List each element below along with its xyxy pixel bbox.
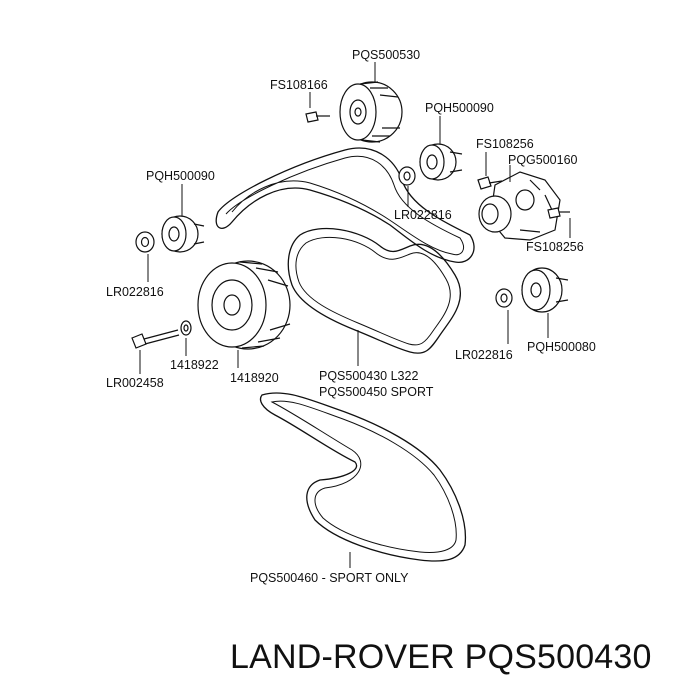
label-pqh500090-top: PQH500090: [425, 101, 494, 115]
label-pqs500460: PQS500460 - SPORT ONLY: [250, 571, 409, 585]
label-1418920: 1418920: [230, 371, 279, 385]
washer-left: [135, 231, 155, 253]
idler-pulley-top: [419, 143, 463, 181]
label-pqs500530: PQS500530: [352, 48, 421, 62]
upper-serpentine-belt: [215, 147, 475, 263]
label-pqh500080: PQH500080: [527, 340, 596, 354]
label-lr002458: LR002458: [106, 376, 164, 390]
crank-washer: [180, 320, 192, 336]
label-pqs500450: PQS500450 SPORT: [319, 385, 434, 399]
label-fs108166: FS108166: [270, 78, 328, 92]
crankshaft-pulley: [197, 260, 291, 350]
small-bolt-fs108166: [305, 111, 330, 123]
label-pqg500160: PQG500160: [508, 153, 578, 167]
tensioner-assembly: [478, 171, 561, 241]
label-pqs500430: PQS500430 L322: [319, 369, 419, 383]
label-lr022816-left: LR022816: [106, 285, 164, 299]
label-lr022816-mid: LR022816: [394, 208, 452, 222]
idler-pulley-left: [161, 215, 205, 253]
label-1418922: 1418922: [170, 358, 219, 372]
sport-belt: [259, 392, 467, 562]
label-pqh500090-left: PQH500090: [146, 169, 215, 183]
brand-caption: LAND-ROVER PQS500430: [230, 638, 652, 676]
washer-right: [495, 288, 513, 308]
idler-pulley-right: [521, 267, 569, 313]
crank-bolt: [131, 329, 180, 349]
leader-lines: [139, 62, 571, 568]
label-lr022816-right: LR022816: [455, 348, 513, 362]
middle-belt: [287, 227, 461, 354]
washer-mid: [398, 166, 416, 186]
top-pulley: [339, 81, 403, 143]
label-fs108256-bottom: FS108256: [526, 240, 584, 254]
bolt-fs108256-top: [477, 176, 503, 190]
label-fs108256-top: FS108256: [476, 137, 534, 151]
bolt-fs108256-bottom: [547, 207, 570, 219]
